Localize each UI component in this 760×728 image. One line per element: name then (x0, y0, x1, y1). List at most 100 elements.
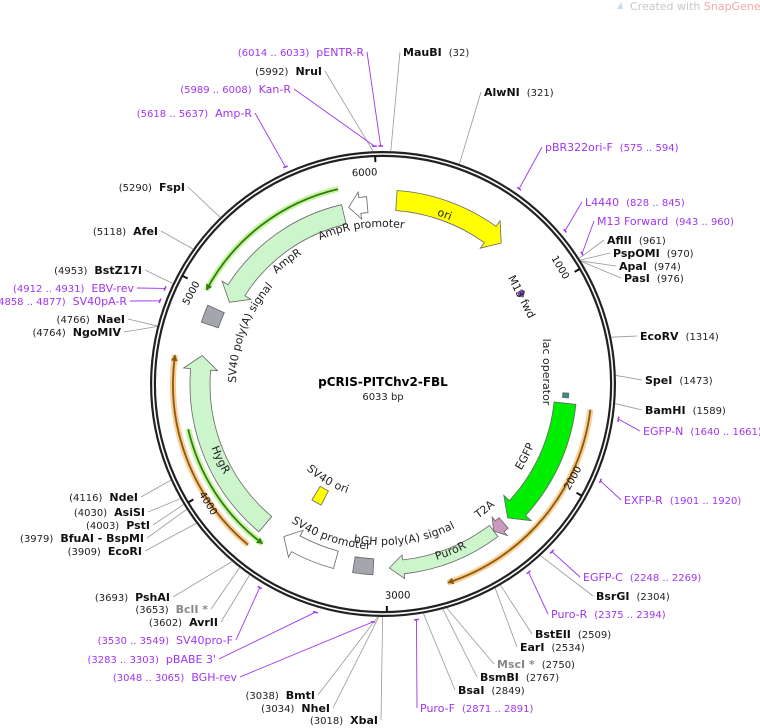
enzyme-leader-line (615, 403, 643, 411)
primer-leader-line (239, 621, 374, 678)
feature-puror[interactable] (388, 524, 499, 580)
feature-sv40-poly-a-signal[interactable] (200, 304, 225, 329)
enzyme-site[interactable]: BamHI(1589) (645, 404, 726, 417)
enzyme-site[interactable]: BsmBI(2767) (480, 671, 559, 684)
enzyme-position: (4953) (54, 266, 87, 277)
enzyme-site[interactable]: AflII(961) (607, 234, 666, 247)
enzyme-site[interactable]: (4116)NdeI (69, 491, 138, 504)
feature-hygr[interactable] (182, 354, 273, 533)
enzyme-leader-line (494, 588, 518, 648)
enzyme-site[interactable]: BsrGI(2304) (596, 590, 670, 603)
primer-range: (2248 .. 2269) (630, 573, 702, 584)
enzyme-site[interactable]: (3979)BfuAI - BspMI (20, 532, 144, 545)
enzyme-site[interactable]: (3653)BclI * (135, 603, 208, 616)
feature-sv40-ori[interactable] (311, 485, 329, 506)
feature-ampr[interactable] (221, 204, 347, 303)
feature-sv40-promoter[interactable] (283, 529, 339, 569)
primer-site[interactable]: L4440(828 .. 845) (585, 196, 685, 209)
primer-name: EXFP-R (624, 494, 663, 507)
primer-site[interactable]: Puro-R(2375 .. 2394) (551, 608, 666, 621)
primer-binding-mark (282, 165, 288, 169)
enzyme-leader-line (160, 230, 194, 250)
enzyme-site[interactable]: AlwNI(321) (484, 86, 554, 99)
feature-label-bgh-poly-a-signal: bGH poly(A) signal (353, 519, 457, 548)
enzyme-site[interactable]: BstEII(2509) (535, 628, 611, 641)
enzyme-site[interactable]: (4003)PstI (86, 519, 150, 532)
primer-leader-line (218, 611, 316, 660)
enzyme-site[interactable]: BsaI(2849) (458, 684, 525, 697)
primer-site[interactable]: EXFP-R (1901 .. 1920) (624, 494, 741, 507)
enzyme-site[interactable]: (5118)AfeI (93, 225, 158, 238)
feature-lac-operator[interactable] (562, 392, 570, 399)
enzyme-site[interactable]: (4030)AsiSI (74, 506, 145, 519)
feature-ori[interactable] (395, 190, 502, 249)
enzyme-site[interactable]: EcoRV(1314) (640, 330, 719, 343)
feature-bgh-poly-a-signal[interactable] (352, 556, 375, 576)
enzyme-site[interactable]: (3038)BmtI (246, 689, 315, 702)
enzyme-site[interactable]: (5992)NruI (255, 65, 322, 78)
enzyme-leader-line (332, 616, 380, 709)
enzyme-leader-line (127, 318, 158, 327)
primer-site[interactable]: (3048 .. 3065)BGH-rev (113, 671, 238, 684)
primer-site[interactable]: M13 Forward (943 .. 960) (597, 215, 734, 228)
enzyme-site[interactable]: MauBI(32) (403, 46, 469, 59)
enzyme-name: NdeI (109, 491, 138, 504)
primer-site[interactable]: (5989 .. 6008)Kan-R (180, 83, 291, 96)
primer-site[interactable]: (4858 .. 4877)SV40pA-R (0, 295, 127, 308)
primer-site[interactable]: (3530 .. 3549)SV40pro-F (98, 634, 233, 647)
enzyme-site[interactable]: (3693)PshAI (95, 591, 170, 604)
feature-t2a[interactable] (491, 515, 509, 537)
primer-name: BGH-rev (191, 671, 237, 684)
enzyme-position: (1314) (686, 332, 719, 343)
enzyme-site[interactable]: (3034)NheI (261, 702, 330, 715)
enzyme-position: (3038) (246, 691, 279, 702)
primer-name: M13 Forward (597, 215, 668, 228)
primer-site[interactable]: pBR322ori-F(575 .. 594) (545, 141, 679, 154)
orf-arrowhead-icon (206, 283, 213, 291)
enzyme-site[interactable]: ApaI(974) (619, 260, 681, 273)
enzyme-site[interactable]: PspOMI(970) (613, 247, 694, 260)
credit-brand: SnapGene® (704, 0, 760, 13)
feature-ampr-promoter[interactable] (348, 190, 369, 221)
primer-range: (4858 .. 4877) (0, 297, 66, 308)
enzyme-site[interactable]: (5290)FspI (119, 181, 185, 194)
enzyme-name: PstI (126, 519, 150, 532)
enzyme-site[interactable]: MscI *(2750) (497, 658, 575, 671)
enzyme-name: AvrII (189, 616, 218, 629)
svg-text:Created with SnapGene®: Created with SnapGene® (630, 0, 760, 13)
feature-egfp[interactable] (503, 401, 577, 522)
enzyme-site[interactable]: (3909)EcoRI (68, 545, 142, 558)
enzyme-site[interactable]: (3018)XbaI (310, 714, 378, 727)
enzyme-leader-line (580, 260, 617, 267)
enzyme-leader-line (580, 252, 611, 261)
primer-name: pENTR-R (316, 46, 364, 59)
primer-site[interactable]: (4912 .. 4931)EBV-rev (13, 282, 134, 295)
primer-site[interactable]: (3283 .. 3303)pBABE 3' (88, 653, 217, 666)
primer-site[interactable]: (6014 .. 6033)pENTR-R (238, 46, 364, 59)
backbone (150, 151, 616, 617)
primer-name: Puro-F (420, 702, 455, 715)
primer-site[interactable]: Puro-F(2871 .. 2891) (420, 702, 533, 715)
enzyme-site[interactable]: (4764)NgoMIV (33, 326, 122, 339)
primer-site[interactable]: EGFP-N(1640 .. 1661) (643, 425, 760, 438)
enzyme-site[interactable]: (3602)AvrII (149, 616, 218, 629)
enzyme-name: BamHI (645, 404, 686, 417)
enzyme-position: (2534) (551, 643, 584, 654)
enzyme-site[interactable]: (4953) BstZ17I (54, 264, 142, 277)
primer-site[interactable]: (5618 .. 5637)Amp-R (137, 107, 253, 120)
tick-label: 6000 (352, 167, 378, 179)
enzyme-site[interactable]: PasI(976) (624, 272, 684, 285)
enzyme-name: BstZ17I (94, 264, 142, 277)
enzyme-site[interactable]: (4766)NaeI (57, 313, 125, 326)
primer-binding-mark (580, 251, 584, 256)
primer-range: (1901 .. 1920) (670, 496, 742, 507)
enzyme-name: AfeI (133, 225, 158, 238)
enzyme-site[interactable]: EarI(2534) (520, 641, 585, 654)
enzyme-position: (321) (527, 88, 554, 99)
enzyme-name: PspOMI (613, 247, 660, 260)
primer-range: (943 .. 960) (675, 217, 734, 228)
feature-m13-fwd[interactable] (516, 289, 526, 298)
primer-site[interactable]: EGFP-C(2248 .. 2269) (583, 571, 701, 584)
primer-name: Puro-R (551, 608, 588, 621)
enzyme-site[interactable]: SpeI(1473) (645, 374, 713, 387)
